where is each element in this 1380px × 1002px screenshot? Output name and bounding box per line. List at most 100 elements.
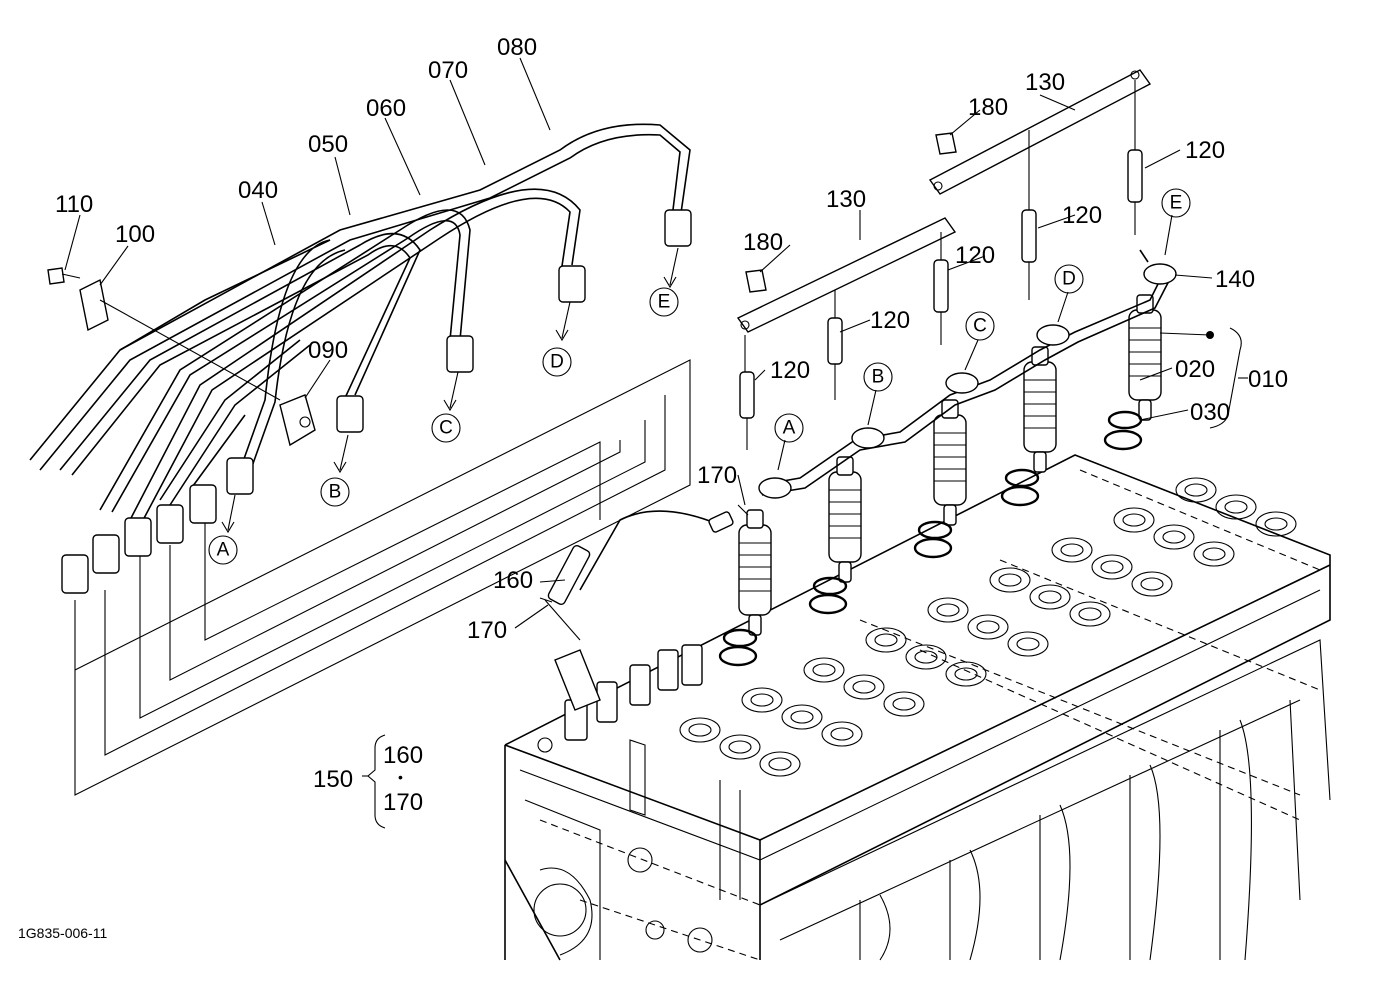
label-160: 160	[493, 567, 533, 594]
head-port-inner	[998, 573, 1022, 587]
head-port	[759, 751, 801, 777]
head-port-inner	[728, 740, 752, 754]
label-130-b: 130	[826, 186, 866, 213]
marker-a-pipe: A	[208, 535, 238, 565]
head-port-inner	[1016, 637, 1040, 651]
head-port	[1215, 494, 1257, 520]
leader-lines	[64, 57, 1248, 829]
head-port	[1255, 511, 1297, 537]
svg-text:C: C	[973, 316, 987, 337]
head-port	[989, 567, 1031, 593]
label-130-a: 130	[1025, 69, 1065, 96]
head-port-inner	[976, 620, 1000, 634]
head-port	[1051, 537, 1093, 563]
nozzle-holders	[738, 294, 1162, 636]
svg-text:E: E	[1170, 193, 1183, 214]
label-120-a: 120	[1185, 137, 1225, 164]
marker-a-leakoff: A	[774, 413, 804, 443]
nozzle-tip	[943, 504, 957, 526]
circle-markers: A B C D E A B C D E	[208, 188, 1191, 565]
nozzle-holder-body	[933, 414, 967, 506]
label-060: 060	[366, 95, 406, 122]
head-port	[1131, 571, 1173, 597]
head-port	[1069, 601, 1111, 627]
head-port-inner	[1184, 483, 1208, 497]
head-port	[1175, 477, 1217, 503]
head-port-inner	[936, 603, 960, 617]
nozzle-holder-body	[1128, 309, 1162, 401]
glow-plug-lead-bars	[736, 69, 1152, 450]
label-120-b: 120	[1062, 202, 1102, 229]
head-port-inner	[914, 650, 938, 664]
leak-off-pipe	[539, 249, 1177, 641]
svg-text:A: A	[217, 540, 230, 561]
head-port	[781, 704, 823, 730]
injection-pipes	[29, 123, 692, 796]
pump-fittings	[554, 644, 703, 741]
head-port	[821, 721, 863, 747]
marker-c-pipe: C	[431, 413, 461, 443]
head-port-inner	[1060, 543, 1084, 557]
head-port	[1153, 524, 1195, 550]
marker-b-pipe: B	[320, 477, 350, 507]
head-port-inner	[768, 757, 792, 771]
label-170-kit: 170	[383, 789, 423, 816]
head-port-inner	[1140, 577, 1164, 591]
label-140: 140	[1215, 266, 1255, 293]
head-port	[843, 674, 885, 700]
head-port	[967, 614, 1009, 640]
head-port-inner	[1264, 517, 1288, 531]
marker-c-leakoff: C	[965, 311, 995, 341]
marker-e-pipe: E	[649, 287, 679, 317]
head-port-inner	[1202, 547, 1226, 561]
label-050: 050	[308, 131, 348, 158]
head-port	[1091, 554, 1133, 580]
label-100: 100	[115, 221, 155, 248]
svg-text:B: B	[329, 482, 342, 503]
label-120-e: 120	[770, 357, 810, 384]
head-port-inner	[688, 723, 712, 737]
svg-text:A: A	[783, 418, 796, 439]
head-port	[719, 734, 761, 760]
nozzle-holder-top	[746, 509, 764, 529]
head-port	[865, 627, 907, 653]
head-port-inner	[852, 680, 876, 694]
marker-d-leakoff: D	[1054, 264, 1084, 294]
marker-b-leakoff: B	[863, 362, 893, 392]
head-port-inner	[1100, 560, 1124, 574]
svg-text:D: D	[550, 352, 564, 373]
head-port	[741, 687, 783, 713]
head-port	[1029, 584, 1071, 610]
head-ports	[679, 477, 1297, 777]
head-port-inner	[812, 663, 836, 677]
head-port-inner	[1162, 530, 1186, 544]
head-port	[803, 657, 845, 683]
head-port-inner	[790, 710, 814, 724]
head-port	[679, 717, 721, 743]
svg-text:C: C	[439, 418, 453, 439]
label-160-kit: 160	[383, 742, 423, 769]
head-port	[883, 691, 925, 717]
cylinder-head-drawing	[504, 454, 1331, 961]
label-040: 040	[238, 177, 278, 204]
nozzle-tip	[1033, 451, 1047, 473]
nozzle-holder-body	[738, 524, 772, 616]
label-030: 030	[1190, 399, 1230, 426]
label-180-b: 180	[743, 229, 783, 256]
head-port-inner	[1038, 590, 1062, 604]
label-150: 150	[313, 766, 353, 793]
svg-text:D: D	[1062, 269, 1076, 290]
diagram-code: 1G835-006-11	[18, 925, 107, 941]
part-labels: 010 020 030 040 050 060 070 080 090 100 …	[55, 34, 1288, 816]
nozzle-holder-body	[828, 471, 862, 563]
label-070: 070	[428, 57, 468, 84]
marker-d-pipe: D	[542, 347, 572, 377]
label-020: 020	[1175, 356, 1215, 383]
head-port-inner	[1078, 607, 1102, 621]
head-port	[1193, 541, 1235, 567]
head-port	[945, 661, 987, 687]
nozzle-tip	[1138, 399, 1152, 421]
svg-text:E: E	[658, 292, 671, 313]
head-port-inner	[892, 697, 916, 711]
